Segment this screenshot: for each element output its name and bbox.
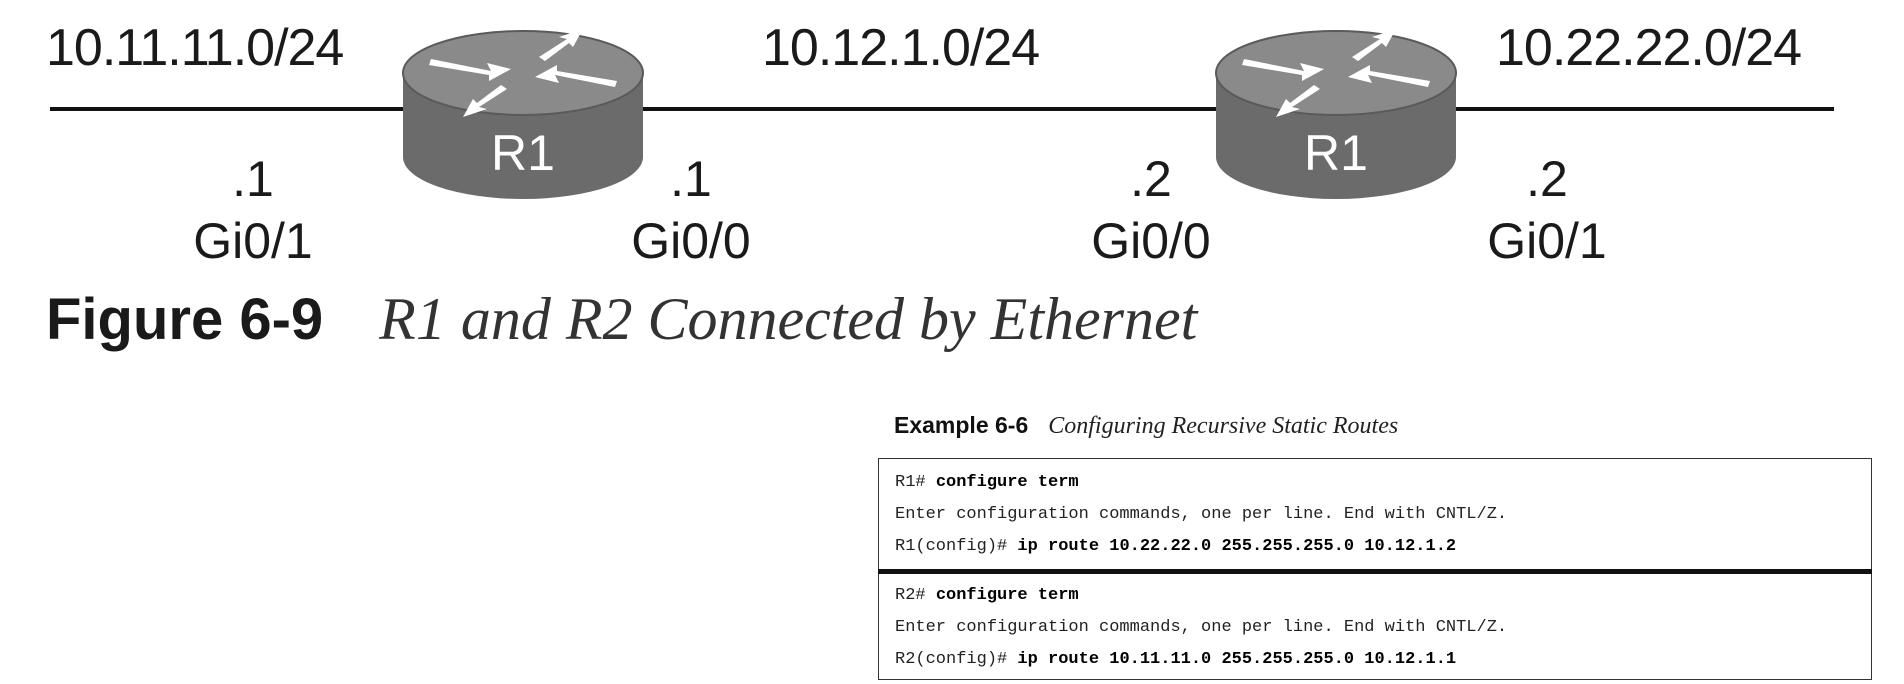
code-line: Enter configuration commands, one per li… <box>879 612 1871 644</box>
code-command: ip route 10.11.11.0 255.255.255.0 10.12.… <box>1017 650 1457 669</box>
code-prompt: R2# <box>895 586 936 605</box>
r2-left-interface: .2 Gi0/0 <box>1061 148 1241 272</box>
code-command: ip route 10.22.22.0 255.255.255.0 10.12.… <box>1017 537 1457 556</box>
r1-left-interface: .1 Gi0/1 <box>163 148 343 272</box>
code-prompt: R1# <box>895 473 936 492</box>
code-line: Enter configuration commands, one per li… <box>879 499 1871 531</box>
r1-right-host: .1 <box>670 151 712 207</box>
code-output: Enter configuration commands, one per li… <box>895 505 1508 524</box>
router-1: R1 <box>402 29 644 199</box>
subnet-left-label: 10.11.11.0/24 <box>46 19 344 77</box>
example-title: Configuring Recursive Static Routes <box>1048 413 1399 439</box>
example-number: Example 6-6 <box>894 412 1029 438</box>
r2-left-host: .2 <box>1130 151 1172 207</box>
r1-right-port: Gi0/0 <box>631 213 751 269</box>
code-line: R1# configure term <box>879 467 1871 499</box>
code-line: R1(config)# ip route 10.22.22.0 255.255.… <box>879 531 1871 563</box>
router-2: R1 <box>1215 29 1457 199</box>
r2-right-host: .2 <box>1526 151 1568 207</box>
r1-left-port: Gi0/1 <box>193 213 313 269</box>
r1-left-host: .1 <box>232 151 274 207</box>
code-line: R2(config)# ip route 10.11.11.0 255.255.… <box>879 644 1871 676</box>
code-block-r1: R1# configure term Enter configuration c… <box>878 458 1872 570</box>
subnet-middle-label: 10.12.1.0/24 <box>762 19 1040 77</box>
router-arrows-icon <box>1242 29 1430 117</box>
code-line: R2# configure term <box>879 580 1871 612</box>
figure-caption: Figure 6-9 R1 and R2 Connected by Etherne… <box>46 285 1197 354</box>
figure-number: Figure 6-9 <box>46 287 324 352</box>
code-command: configure term <box>935 586 1079 605</box>
figure-title: R1 and R2 Connected by Ethernet <box>379 286 1198 352</box>
r2-right-interface: .2 Gi0/1 <box>1457 148 1637 272</box>
router-2-label: R1 <box>1304 125 1368 181</box>
code-block-divider <box>878 569 1872 574</box>
code-prompt: R1(config)# <box>895 537 1018 556</box>
r2-right-port: Gi0/1 <box>1487 213 1607 269</box>
subnet-right-label: 10.22.22.0/24 <box>1496 19 1802 77</box>
example-caption: Example 6-6 Configuring Recursive Static … <box>894 412 1398 440</box>
router-1-label: R1 <box>491 125 555 181</box>
r1-right-interface: .1 Gi0/0 <box>601 148 781 272</box>
router-arrows-icon <box>429 29 617 117</box>
network-diagram: R1 R1 10.11.11.0/24 10.12.1.0/24 10.22.2… <box>0 0 1904 290</box>
code-output: Enter configuration commands, one per li… <box>895 618 1508 637</box>
code-prompt: R2(config)# <box>895 650 1018 669</box>
r2-left-port: Gi0/0 <box>1091 213 1211 269</box>
network-diagram-svg: R1 R1 <box>50 29 1834 199</box>
code-block-r2: R2# configure term Enter configuration c… <box>878 574 1872 680</box>
code-command: configure term <box>935 473 1079 492</box>
